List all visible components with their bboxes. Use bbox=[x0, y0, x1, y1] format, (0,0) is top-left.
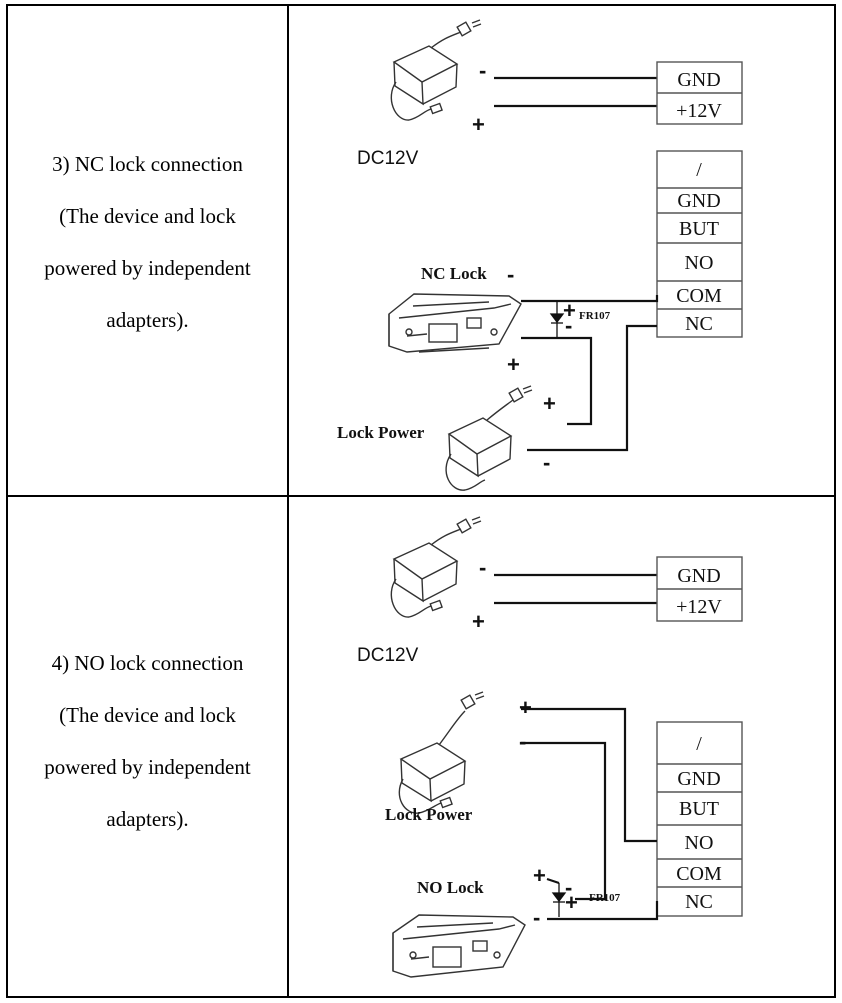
column-divider bbox=[287, 4, 289, 998]
lock-plus-sign-2: + bbox=[533, 863, 546, 888]
diode-plus-sign: + bbox=[563, 298, 576, 323]
lock-power-minus-sign-2: - bbox=[519, 729, 526, 754]
diode-icon-2 bbox=[551, 883, 567, 917]
nc-to-lock-power-wire bbox=[527, 324, 657, 452]
terminal-gnd-3: GND bbox=[677, 565, 720, 587]
no-description-line-4: adapters). bbox=[106, 807, 189, 831]
lock-power-label: Lock Power bbox=[337, 423, 425, 442]
row-divider bbox=[6, 495, 836, 497]
dc12v-label-2: DC12V bbox=[357, 645, 419, 666]
terminal-no: NO bbox=[685, 252, 714, 274]
no-description-line-3: powered by independent bbox=[44, 755, 251, 779]
wiring-table: 3) NC lock connection (The device and lo… bbox=[6, 4, 836, 998]
lock-power-label-2: Lock Power bbox=[385, 805, 473, 824]
nc-description-line-4: adapters). bbox=[106, 308, 189, 332]
table-border bbox=[6, 4, 836, 998]
terminal-nc-2: NC bbox=[685, 891, 713, 913]
diode-icon bbox=[549, 301, 565, 338]
terminal-gnd-4: GND bbox=[677, 768, 720, 790]
lock-power-adapter-icon bbox=[445, 385, 533, 491]
power-plus-sign: + bbox=[472, 112, 485, 137]
terminal-com-2: COM bbox=[676, 863, 722, 885]
nc-description-line-1: 3) NC lock connection bbox=[52, 152, 243, 176]
terminal-com: COM bbox=[676, 285, 722, 307]
lock-minus-sign-2: - bbox=[533, 905, 540, 930]
nc-lock-label: NC Lock bbox=[421, 264, 487, 283]
no-description: 4) NO lock connection (The device and lo… bbox=[8, 637, 287, 845]
terminal-12v-2: +12V bbox=[676, 596, 722, 618]
terminal-slash-2: / bbox=[696, 733, 702, 755]
nc-diagram-svg: DC12V - + GND +12V / GND bbox=[337, 19, 743, 491]
main-terminal-block: / GND BUT NO COM NC bbox=[656, 150, 743, 338]
no-lock-label: NO Lock bbox=[417, 878, 484, 897]
no-description-line-1: 4) NO lock connection bbox=[51, 651, 244, 675]
lock-power-adapter-icon-2 bbox=[398, 691, 485, 814]
lock-power-plus-sign-2: + bbox=[519, 695, 532, 720]
nc-description-line-3: powered by independent bbox=[44, 256, 251, 280]
terminal-but-2: BUT bbox=[679, 798, 719, 820]
power-minus-sign: - bbox=[479, 58, 486, 83]
diode-label-2: FR107 bbox=[589, 892, 621, 904]
diode-minus-sign-2: - bbox=[565, 875, 572, 900]
nc-lock-icon bbox=[388, 293, 522, 353]
lock-minus-to-nc-wire bbox=[547, 901, 659, 921]
terminal-gnd: GND bbox=[677, 69, 720, 91]
terminal-12v: +12V bbox=[676, 100, 722, 122]
no-description-line-2: (The device and lock bbox=[59, 703, 236, 727]
no-lock-icon bbox=[392, 914, 526, 978]
diode-plus-sign-2: + bbox=[565, 890, 578, 915]
lock-minus-sign: - bbox=[507, 262, 514, 287]
terminal-but: BUT bbox=[679, 218, 719, 240]
nc-description-line-2: (The device and lock bbox=[59, 204, 236, 228]
lock-plus-sign: + bbox=[507, 352, 520, 377]
lock-power-minus-wire bbox=[521, 741, 607, 901]
dc12v-adapter-icon bbox=[390, 19, 482, 121]
power-terminal-block: GND +12V bbox=[656, 61, 743, 125]
lock-power-plus-wire bbox=[521, 707, 657, 843]
lock-plus-wire bbox=[521, 336, 593, 426]
diode-minus-sign: - bbox=[565, 313, 572, 338]
power-minus-sign-2: - bbox=[479, 555, 486, 580]
dc12v-adapter-icon-2 bbox=[390, 516, 482, 618]
no-wiring-diagram: DC12V - + GND +12V / GND bbox=[289, 497, 834, 996]
terminal-gnd-2: GND bbox=[677, 190, 720, 212]
lock-plus-to-diode-wire bbox=[546, 877, 560, 885]
lock-power-minus-sign: - bbox=[543, 450, 550, 475]
lock-com-wire bbox=[521, 295, 659, 303]
power-terminal-block-2: GND +12V bbox=[656, 556, 743, 622]
terminal-slash: / bbox=[696, 159, 702, 181]
nc-description: 3) NC lock connection (The device and lo… bbox=[8, 138, 287, 346]
terminal-nc: NC bbox=[685, 313, 713, 335]
lock-power-plus-sign: + bbox=[543, 391, 556, 416]
nc-wiring-diagram: DC12V - + GND +12V / GND bbox=[289, 6, 834, 495]
no-diagram-svg: DC12V - + GND +12V / GND bbox=[357, 516, 743, 978]
dc12v-label: DC12V bbox=[357, 148, 419, 169]
diode-label: FR107 bbox=[579, 310, 611, 322]
power-plus-sign-2: + bbox=[472, 609, 485, 634]
terminal-no-2: NO bbox=[685, 832, 714, 854]
main-terminal-block-2: / GND BUT NO COM NC bbox=[656, 721, 743, 917]
